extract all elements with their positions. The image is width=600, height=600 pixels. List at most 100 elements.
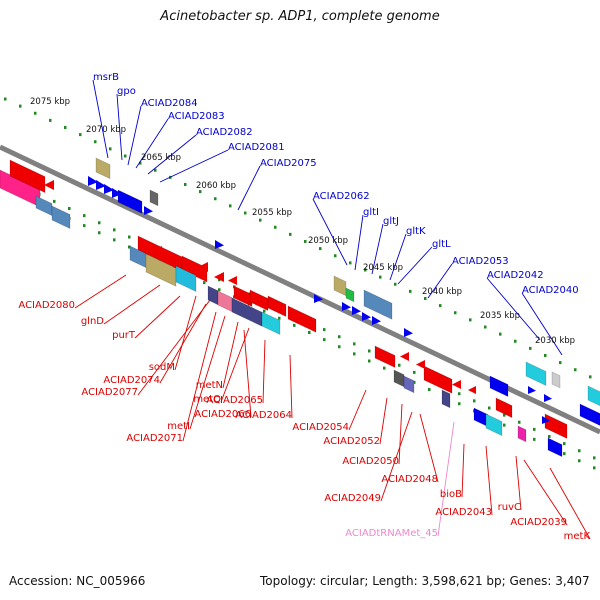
forward-arrow [112,188,122,198]
reverse-gene-label-leader [348,389,367,431]
reverse-gene-body [423,365,453,394]
reverse-gene [287,305,317,333]
forward-arrow [352,306,361,315]
tick-dot [308,331,311,334]
tick-dot [128,235,131,239]
reverse-gene-body [374,345,396,368]
forward-gene-label-leader [312,198,348,266]
gene-block [485,413,503,437]
reverse-arrow [44,180,54,190]
forward-arrow [96,180,106,190]
forward-gene-label: ACIAD2075 [260,158,317,169]
gene-block [345,287,355,303]
reverse-gene-label: ACIAD2071 [126,433,183,444]
forward-arrow [528,386,536,394]
forward-gene-label-leader [389,233,407,281]
tick-dot [469,318,472,322]
reverse-arrow [452,380,461,389]
accession-text: Accession: NC_005966 [9,574,146,588]
forward-gene-label: ACIAD2081 [228,142,285,153]
gene-block-body [485,413,503,437]
forward-gene-label: gltL [432,239,451,250]
reverse-gene-label-leader [103,284,161,325]
gene-block [145,253,177,287]
tick-dot [154,168,157,172]
forward-gene-label-leader [159,149,229,183]
forward-gene-label-leader [486,277,541,341]
reverse-gene-body [495,397,513,419]
tick-dot [518,420,521,424]
tick-dot [199,190,202,194]
gene-block-body [393,369,405,388]
gene-block-body [345,287,355,303]
tick-dot [323,338,326,342]
scale-label: 2040 kbp [422,287,462,297]
tick-dot [338,345,341,349]
scale-label: 2075 kbp [30,97,70,107]
reverse-gene [267,295,287,318]
tick-dot [589,375,592,379]
forward-gene-label: ACIAD2062 [313,191,370,202]
reverse-gene-label: glnD [81,316,104,327]
tick-dot [364,268,367,272]
tick-dot [574,368,577,372]
gene-block-body [363,289,393,320]
gene-block [51,205,71,230]
gene-block-body [231,297,263,327]
tick-dot [229,204,232,208]
forward-gene [547,437,563,458]
reverse-gene-label-leader [159,303,207,384]
tick-dot [53,199,56,203]
tick-dot [563,452,566,456]
tick-dot [113,238,116,242]
forward-gene-label: ACIAD2042 [487,270,544,281]
tick-dot [379,275,382,279]
reverse-gene-body [544,413,568,439]
forward-gene-label-leader [371,223,384,275]
tick-dot [349,261,352,265]
forward-gene-label-leader [427,263,453,299]
tick-dot [428,388,431,391]
reverse-gene-label: ACIAD2065 [206,395,263,406]
reverse-gene-label-leader [189,315,226,430]
tick-dot [413,380,416,384]
tick-dot [499,332,502,336]
tick-dot [263,309,266,313]
tick-dot [293,323,296,327]
reverse-gene-label-leader [419,413,439,483]
reverse-gene-label: ACIAD2048 [381,474,438,485]
reverse-gene-label: bioB [440,489,462,500]
scale-label: 2050 kbp [308,236,348,246]
tick-dot [259,218,262,222]
gene-block [175,265,197,292]
gene-block [363,289,393,320]
gene-block-body [217,290,233,313]
tick-dot [593,466,596,470]
forward-gene-label-leader [237,165,261,211]
tick-dot [98,231,101,235]
tick-dot [503,413,506,417]
reverse-gene-label-leader [461,443,465,498]
reverse-gene-label-leader [220,327,250,403]
gene-block [95,157,111,180]
tick-dot [503,423,506,427]
gene-block [525,361,547,386]
gene-block-body [207,285,219,306]
tick-dot [559,361,562,365]
reverse-gene [249,289,269,312]
forward-gene-body [117,189,143,214]
scale-label: 2045 kbp [363,263,403,273]
tick-dot [68,207,71,210]
gene-block [261,311,281,336]
tick-dot [338,335,341,339]
reverse-gene-label-leader [549,467,591,540]
tick-dot [323,328,326,332]
tick-dot [274,225,277,229]
reverse-gene-label: metQ [193,394,221,405]
reverse-gene [495,397,513,419]
reverse-gene-label-leader [379,397,388,445]
tick-dot [484,325,487,329]
tick-dot [488,406,491,410]
tick-dot [368,359,371,363]
